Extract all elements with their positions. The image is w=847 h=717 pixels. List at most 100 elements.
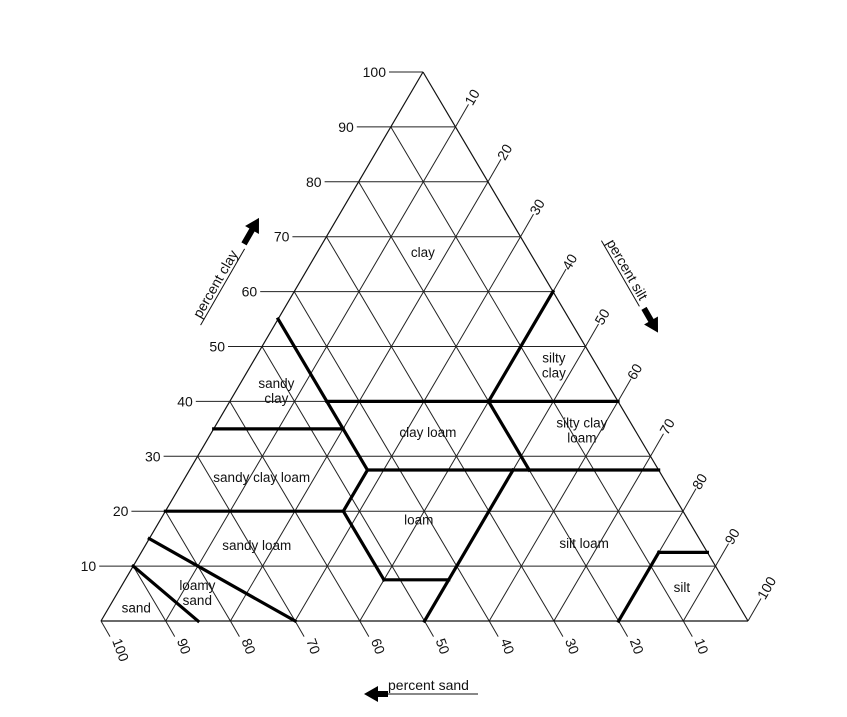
silt-tick <box>682 488 697 512</box>
silt-tick <box>520 213 534 237</box>
region-label-line: sandy clay loam <box>213 470 310 485</box>
sand-gridline <box>261 346 425 622</box>
arrow-left-icon <box>364 686 388 702</box>
region-label-sandy-clay-loam: sandy clay loam <box>213 470 310 485</box>
texture-boundary-line <box>422 467 516 624</box>
silt-tick-label: 40 <box>559 251 581 273</box>
texture-boundary-line <box>275 316 370 473</box>
arrow-up-icon <box>241 217 259 246</box>
texture-boundary-line <box>341 509 387 583</box>
region-label-line: loam <box>567 430 596 445</box>
sand-tick <box>359 620 370 637</box>
region-label-line: clay loam <box>399 425 456 440</box>
sand-tick <box>682 620 693 637</box>
silt-tick <box>715 543 729 567</box>
region-label-line: loam <box>404 512 433 527</box>
silt-tick <box>455 104 469 128</box>
silt-tick-label: 100 <box>754 574 780 602</box>
sand-tick-label: 20 <box>627 636 647 656</box>
region-label-clay: clay <box>411 245 435 260</box>
sand-tick-label: 70 <box>303 636 323 656</box>
silt-tick <box>487 159 502 183</box>
clay-tick-label: 50 <box>209 339 225 355</box>
region-label-line: sand <box>183 593 212 608</box>
region-label-line: sandy <box>258 376 294 391</box>
silt-tick-label: 30 <box>526 196 548 218</box>
clay-tick-label: 60 <box>242 284 258 300</box>
region-label-silt: silt <box>674 580 691 595</box>
clay-tick-label: 20 <box>113 503 129 519</box>
sand-tick-label: 10 <box>691 636 711 656</box>
clay-tick-label: 10 <box>81 558 97 574</box>
sand-tick-label: 100 <box>109 636 132 664</box>
silt-tick-label: 10 <box>461 86 483 108</box>
region-label-line: silty clay <box>556 415 607 430</box>
silt-tick-label: 50 <box>591 306 613 328</box>
silt-axis-underline <box>600 240 640 307</box>
region-label-line: loamy <box>179 578 215 593</box>
sand-tick-label: 50 <box>433 636 453 656</box>
region-label-line: sand <box>122 600 151 615</box>
silt-tick <box>747 598 762 622</box>
sand-gridline <box>132 565 167 622</box>
silt-tick <box>650 433 664 457</box>
silt-tick <box>585 323 599 347</box>
silt-tick <box>552 268 567 292</box>
region-label-line: silty <box>542 351 565 366</box>
clay-axis-underline <box>200 248 246 326</box>
clay-tick-label: 100 <box>363 64 387 80</box>
region-label-sandy-loam: sandy loam <box>222 538 291 553</box>
region-label-line: silt loam <box>559 536 609 551</box>
sand-gridline <box>197 456 296 622</box>
sand-axis-title: percent sand <box>388 677 469 693</box>
texture-boundary-line <box>616 550 662 624</box>
clay-tick-label: 80 <box>306 174 322 190</box>
texture-boundary-line <box>486 289 556 404</box>
silt-tick-label: 20 <box>494 141 516 163</box>
sand-tick-label: 90 <box>174 636 194 656</box>
region-label-clay-loam: clay loam <box>399 425 456 440</box>
region-label-line: silt <box>674 580 691 595</box>
axis-ticks: 10 20 30 40 50 60 70 80 90 100 10 20 30 40 50 60 70 80 90 1… <box>81 64 780 664</box>
arrow-down-icon <box>641 306 658 333</box>
sand-gridline <box>390 126 684 622</box>
clay-tick-label: 70 <box>274 229 290 245</box>
sand-tick <box>294 620 305 637</box>
region-label-sand: sand <box>122 600 151 615</box>
clay-tick-label: 30 <box>145 448 161 464</box>
sand-tick <box>488 620 499 637</box>
silt-tick-label: 80 <box>689 471 711 493</box>
region-label-line: clay <box>542 366 566 381</box>
sand-tick-label: 30 <box>562 636 582 656</box>
silt-tick <box>617 378 632 402</box>
region-label-loam: loam <box>404 512 433 527</box>
sand-tick <box>165 620 176 637</box>
texture-boundary-line <box>341 467 370 514</box>
region-label-silt-loam: silt loam <box>559 536 609 551</box>
clay-axis-title: percent clay <box>189 247 241 320</box>
gridlines <box>100 71 749 622</box>
silt-tick-label: 70 <box>656 416 678 438</box>
texture-boundary-line <box>486 399 532 473</box>
sand-tick-label: 40 <box>497 636 517 656</box>
texture-boundary-line <box>147 536 298 624</box>
sand-tick <box>424 620 434 637</box>
silt-tick-label: 90 <box>721 525 743 547</box>
region-label-line: clay <box>411 245 435 260</box>
sand-tick <box>553 620 564 637</box>
silt-gridline <box>682 565 716 622</box>
silt-tick-label: 60 <box>624 361 646 383</box>
sand-gridline <box>325 236 555 622</box>
sand-tick <box>100 620 111 637</box>
silt-axis-title: percent silt <box>603 236 651 303</box>
clay-tick-label: 40 <box>177 393 193 409</box>
texture-boundary-line <box>130 563 201 624</box>
sand-tick <box>229 620 240 637</box>
region-label-line: sandy loam <box>222 538 291 553</box>
silt-gridline <box>294 236 521 622</box>
